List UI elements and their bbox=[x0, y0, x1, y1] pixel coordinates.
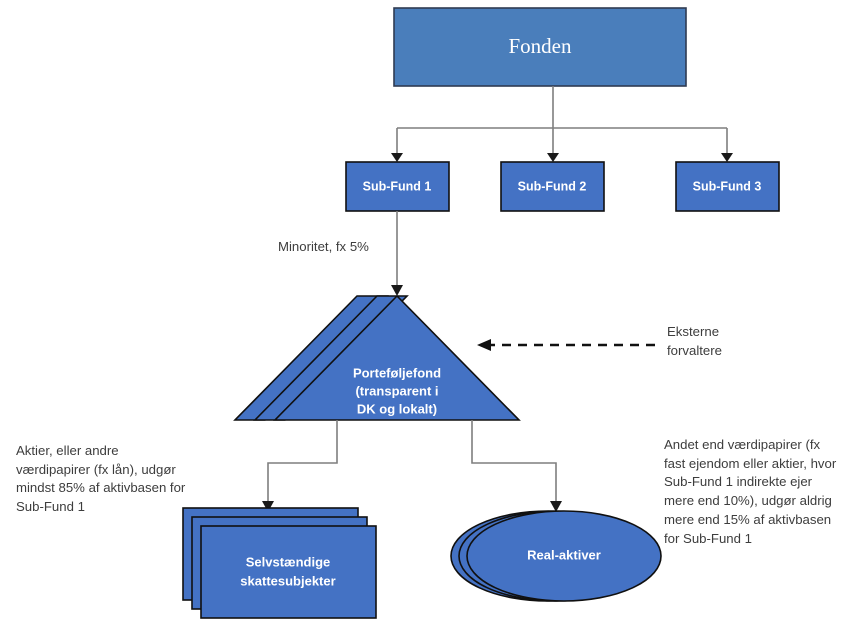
subfund-3-box[interactable] bbox=[675, 161, 780, 212]
node-subfund-1[interactable]: Sub-Fund 1 bbox=[345, 161, 450, 212]
portfolio-triangle-front[interactable] bbox=[273, 294, 521, 421]
real-assets-ellipse-front[interactable] bbox=[466, 510, 662, 602]
node-subfund-3[interactable]: Sub-Fund 3 bbox=[675, 161, 780, 212]
connector-left-elbow bbox=[267, 420, 338, 503]
fonden-box[interactable] bbox=[393, 7, 687, 87]
node-real-assets[interactable]: Real-aktiver bbox=[450, 510, 662, 602]
annotation-left-note: Aktier, eller andre værdipapirer (fx lån… bbox=[16, 443, 186, 515]
subfund-2-label: Sub-Fund 2 bbox=[518, 179, 587, 193]
tax-subjects-box-front[interactable] bbox=[200, 525, 377, 619]
arrowhead-portfolio-icon bbox=[391, 285, 403, 296]
tax-subjects-label-line2: skattesubjekter bbox=[240, 573, 335, 588]
portfolio-label-line1: Porteføljefond bbox=[353, 365, 441, 380]
fonden-label: Fonden bbox=[509, 34, 573, 58]
subfund-1-box[interactable] bbox=[345, 161, 450, 212]
node-portfolio-fund[interactable]: Porteføljefond (transparent i DK og loka… bbox=[233, 294, 521, 421]
arrowhead-tax-subjects-icon bbox=[262, 501, 274, 512]
arrowhead-external-icon bbox=[477, 339, 491, 351]
connector-external-managers bbox=[477, 339, 655, 351]
annotation-external-managers: Eksterne forvaltere bbox=[667, 324, 722, 358]
connector-subfund1-to-portfolio bbox=[391, 211, 403, 296]
arrowhead-subfund-1-icon bbox=[391, 153, 403, 162]
annotation-right-note: Andet end værdipapirer (fx fast ejendom … bbox=[664, 437, 837, 546]
tax-subjects-label-line1: Selvstændige bbox=[246, 554, 331, 569]
arrowhead-subfund-2-icon bbox=[547, 153, 559, 162]
subfund-3-label: Sub-Fund 3 bbox=[693, 179, 762, 193]
node-subfund-2[interactable]: Sub-Fund 2 bbox=[500, 161, 605, 212]
arrowhead-real-assets-icon bbox=[550, 501, 562, 512]
arrowhead-subfund-3-icon bbox=[721, 153, 733, 162]
subfund-2-box[interactable] bbox=[500, 161, 605, 212]
real-assets-label: Real-aktiver bbox=[527, 547, 601, 562]
connector-right-elbow bbox=[471, 420, 557, 503]
portfolio-label-line2: (transparent i bbox=[355, 383, 438, 398]
subfund-1-label: Sub-Fund 1 bbox=[363, 179, 432, 193]
connector-portfolio-to-real-assets bbox=[471, 420, 562, 512]
annotation-minority: Minoritet, fx 5% bbox=[278, 239, 369, 254]
connector-fonden-to-subfunds bbox=[391, 86, 733, 162]
node-fonden[interactable]: Fonden bbox=[393, 7, 687, 87]
portfolio-label-line3: DK og lokalt) bbox=[357, 401, 437, 416]
connector-portfolio-to-tax-subjects bbox=[262, 420, 338, 512]
node-tax-subjects[interactable]: Selvstændige skattesubjekter bbox=[182, 507, 377, 619]
